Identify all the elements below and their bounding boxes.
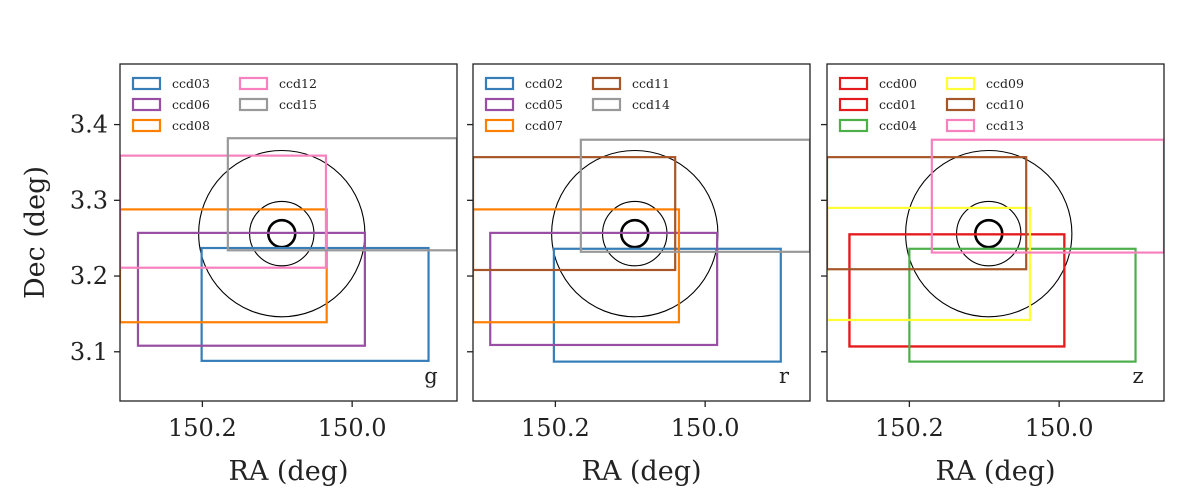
y-axis-label: Dec (deg) — [20, 166, 51, 299]
legend-item-ccd09: ccd09 — [945, 76, 1024, 91]
legend-item-ccd00: ccd00 — [838, 76, 917, 91]
legend-swatch — [484, 118, 515, 133]
ccd-rect-ccd11 — [473, 156, 677, 272]
legend-swatch — [838, 97, 869, 112]
x-axis-label: RA (deg) — [935, 456, 1055, 487]
legend: ccd02 ccd05 ccd07 ccd11 ccd14 — [484, 76, 670, 133]
legend-label: ccd00 — [879, 76, 917, 91]
legend-item-ccd02: ccd02 — [484, 76, 563, 91]
band-label: r — [779, 364, 790, 388]
legend-item-ccd07: ccd07 — [484, 118, 563, 133]
y-tick-label: 3.3 — [70, 186, 108, 214]
legend-item-ccd03: ccd03 — [131, 76, 210, 91]
legend-label: ccd14 — [632, 97, 670, 112]
plot-area — [827, 138, 1164, 363]
y-tick-label: 3.1 — [70, 338, 108, 366]
legend-item-ccd10: ccd10 — [945, 97, 1024, 112]
legend-swatch — [484, 76, 515, 91]
ccd-rect-ccd02 — [552, 247, 782, 363]
legend-label: ccd04 — [879, 118, 917, 133]
x-tick-label: 150.0 — [1025, 414, 1094, 442]
legend-label: ccd11 — [632, 76, 670, 91]
legend-item-ccd05: ccd05 — [484, 97, 563, 112]
legend-label: ccd12 — [279, 76, 317, 91]
legend-swatch — [484, 97, 515, 112]
y-tick-label: 3.4 — [70, 111, 108, 139]
ccd-rect-ccd09 — [827, 206, 1032, 322]
plot-area — [473, 138, 810, 363]
x-tick-label: 150.2 — [521, 414, 590, 442]
plot-frame — [472, 63, 811, 402]
x-tick-label: 150.2 — [875, 414, 944, 442]
legend-swatch — [591, 76, 622, 91]
panel-g: 150.2 150.0 3.1 3.2 3.3 3.4 RA (deg) Dec (deg) g… — [20, 63, 458, 487]
legend: ccd03 ccd06 ccd08 ccd12 ccd15 — [131, 76, 317, 133]
legend-swatch — [945, 76, 976, 91]
legend-item-ccd13: ccd13 — [945, 118, 1024, 133]
y-tick-label: 3.2 — [70, 262, 108, 290]
legend-label: ccd07 — [525, 118, 563, 133]
legend-swatch — [838, 76, 869, 91]
legend: ccd00 ccd01 ccd04 ccd09 ccd10 ccd13 — [838, 76, 1024, 133]
band-label: g — [424, 364, 437, 388]
band-label: z — [1132, 364, 1143, 388]
ccd-rect-ccd15 — [226, 137, 457, 252]
ccd-rect-ccd08 — [120, 208, 328, 324]
legend-item-ccd08: ccd08 — [131, 118, 210, 133]
legend-item-ccd01: ccd01 — [838, 97, 917, 112]
ccd-rect-ccd05 — [489, 231, 719, 347]
legend-swatch — [131, 97, 162, 112]
plot-frame — [119, 63, 458, 402]
legend-swatch — [131, 76, 162, 91]
ccd-rect-ccd14 — [579, 138, 810, 253]
legend-swatch — [945, 118, 976, 133]
x-tick-label: 150.2 — [168, 414, 237, 442]
plot-frame — [826, 63, 1165, 402]
ccd-rect-ccd12 — [120, 154, 328, 269]
legend-label: ccd02 — [525, 76, 563, 91]
legend-swatch — [945, 97, 976, 112]
ccd-rect-ccd04 — [908, 247, 1137, 363]
legend-swatch — [238, 97, 269, 112]
ccd-rect-ccd03 — [200, 246, 430, 362]
plot-area — [120, 137, 457, 362]
legend-swatch — [838, 118, 869, 133]
ccd-rect-ccd00 — [848, 233, 1066, 348]
legend-item-ccd15: ccd15 — [238, 97, 317, 112]
legend-label: ccd03 — [172, 76, 210, 91]
legend-swatch — [238, 76, 269, 91]
legend-item-ccd14: ccd14 — [591, 97, 670, 112]
legend-item-ccd06: ccd06 — [131, 97, 210, 112]
ccd-rect-ccd01 — [848, 233, 1066, 348]
legend-label: ccd10 — [986, 97, 1024, 112]
legend-label: ccd08 — [172, 118, 210, 133]
legend-label: ccd05 — [525, 97, 563, 112]
x-tick-label: 150.0 — [318, 414, 387, 442]
legend-item-ccd04: ccd04 — [838, 118, 917, 133]
x-axis-label: RA (deg) — [581, 456, 701, 487]
legend-item-ccd11: ccd11 — [591, 76, 670, 91]
legend-swatch — [591, 97, 622, 112]
legend-label: ccd06 — [172, 97, 210, 112]
legend-label: ccd13 — [986, 118, 1024, 133]
legend-label: ccd15 — [279, 97, 317, 112]
legend-item-ccd12: ccd12 — [238, 76, 317, 91]
legend-swatch — [131, 118, 162, 133]
ccd-rect-ccd07 — [473, 208, 681, 324]
ccd-rect-ccd06 — [136, 231, 366, 347]
ccd-rect-ccd10 — [827, 156, 1028, 271]
legend-label: ccd01 — [879, 97, 917, 112]
legend-label: ccd09 — [986, 76, 1024, 91]
x-axis-label: RA (deg) — [228, 456, 348, 487]
x-tick-label: 150.0 — [671, 414, 740, 442]
